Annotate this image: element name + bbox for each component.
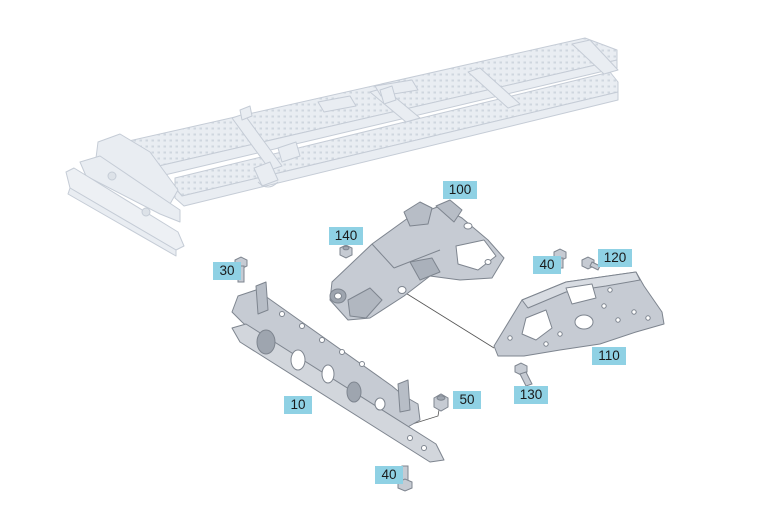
callout-120[interactable]: 120 [598, 249, 632, 267]
callout-100[interactable]: 100 [443, 181, 477, 199]
vehicle-frame-ghost [65, 37, 619, 257]
part-10-cross-member[interactable] [231, 281, 445, 463]
callout-140[interactable]: 140 [329, 227, 363, 245]
callout-30[interactable]: 30 [213, 262, 241, 280]
callout-50[interactable]: 50 [453, 391, 481, 409]
part-130-bolt[interactable] [514, 362, 533, 387]
part-50-nut[interactable] [433, 393, 449, 412]
callout-110[interactable]: 110 [592, 347, 626, 365]
callout-40-lower[interactable]: 40 [375, 466, 403, 484]
part-120-bolt[interactable] [581, 256, 601, 271]
callout-10[interactable]: 10 [284, 396, 312, 414]
callout-130[interactable]: 130 [514, 386, 548, 404]
callout-40-upper[interactable]: 40 [533, 256, 561, 274]
part-100-support-bracket[interactable] [329, 199, 505, 321]
part-140-nut[interactable] [339, 244, 353, 259]
part-110-side-plate[interactable] [493, 271, 665, 357]
